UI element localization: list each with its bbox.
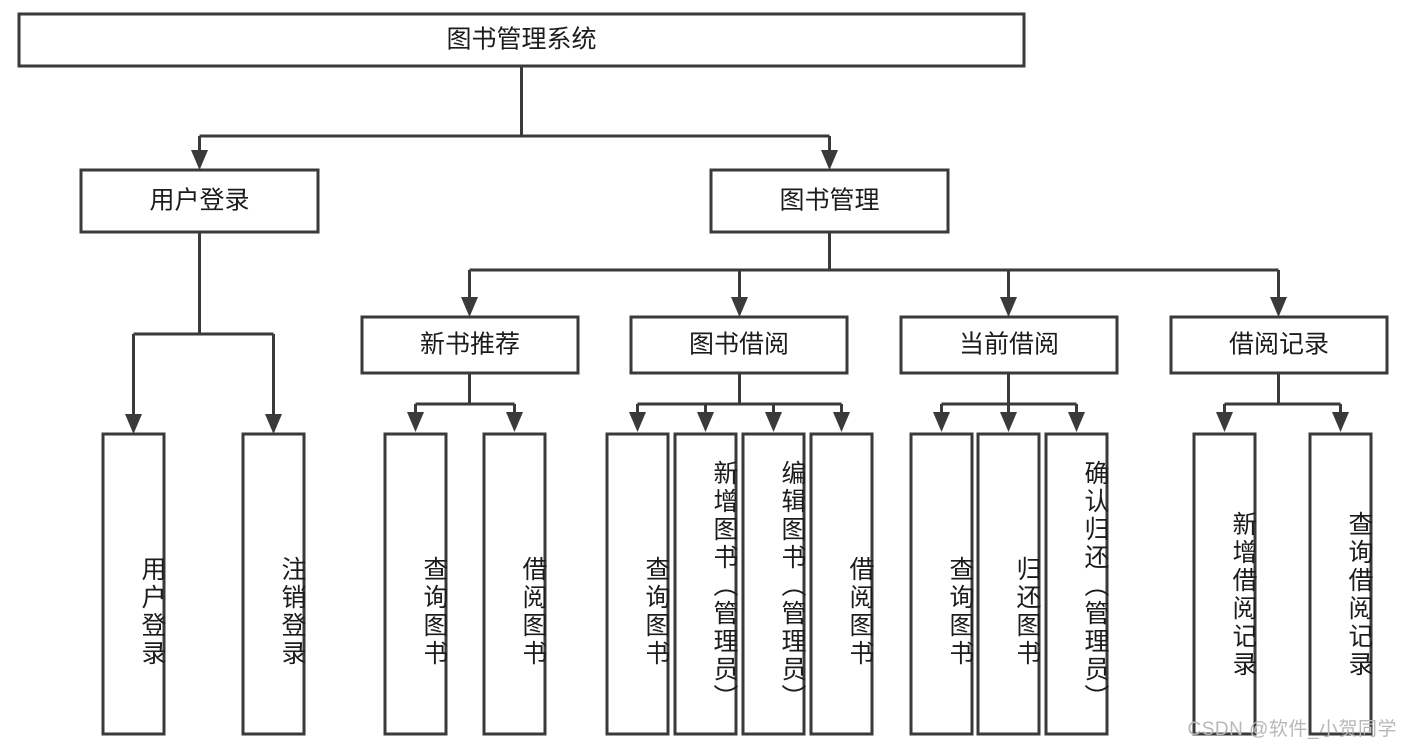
node-new-book-recommend[interactable]: 新书推荐 [360,315,580,375]
leaf-box-bb-edit-book[interactable] [741,432,806,736]
node-current-borrow-box [899,315,1119,375]
arrow-borrowrecord-leaf-1 [1216,412,1233,432]
arrow-bookborrow-leaf-1 [629,412,646,432]
arrow-currentborrow-leaf-2 [1000,412,1017,432]
arrow-to-new-book [461,297,478,317]
arrow-to-user-login [191,150,208,170]
node-new-book-recommend-box [360,315,580,375]
arrow-to-current-borrow [1000,297,1017,317]
node-user-login[interactable]: 用户登录 [79,168,320,234]
leaf-box-bb-borrow-book[interactable] [809,432,874,736]
arrow-bookborrow-leaf-4 [833,412,850,432]
leaf-box-bb-add-book[interactable] [673,432,738,736]
leaf-box-cb-return-book[interactable] [976,432,1041,736]
node-root-system[interactable]: 图书管理系统 [17,12,1026,68]
node-borrow-record-box [1169,315,1389,375]
node-book-borrow-label: 图书借阅 [689,331,789,359]
arrow-bookborrow-leaf-2 [697,412,714,432]
csdn-watermark: CSDN @软件_小贺同学 [1187,719,1397,740]
node-borrow-record[interactable]: 借阅记录 [1169,315,1389,375]
leaf-box-nbr-query-book[interactable] [383,432,448,736]
arrow-leaf-logout [265,414,282,434]
leaf-box-nbr-borrow-book[interactable] [482,432,547,736]
arrow-borrowrecord-leaf-2 [1332,412,1349,432]
node-book-borrow-box [629,315,849,375]
arrow-to-book-borrow [731,297,748,317]
leaf-box-user-login[interactable] [101,432,166,736]
node-book-borrow[interactable]: 图书借阅 [629,315,849,375]
leaf-box-cb-query-book[interactable] [909,432,974,736]
node-book-management-label: 图书管理 [779,187,879,215]
node-user-login-label: 用户登录 [149,187,249,215]
arrow-currentborrow-leaf-1 [933,412,950,432]
node-root-label: 图书管理系统 [446,26,596,54]
arrow-to-book-mgmt [821,150,838,170]
leaf-box-br-query-record[interactable] [1308,432,1373,736]
node-root-box [17,12,1026,68]
node-user-login-box [79,168,320,234]
arrow-currentborrow-leaf-3 [1068,412,1085,432]
node-current-borrow[interactable]: 当前借阅 [899,315,1119,375]
connector-group [125,66,1349,434]
arrow-bookborrow-leaf-3 [765,412,782,432]
node-book-management-box [709,168,950,234]
arrow-leaf-user-login [125,414,142,434]
leaf-box-cb-confirm-return[interactable] [1044,432,1109,736]
leaf-box-bb-query-book[interactable] [605,432,670,736]
arrow-to-borrow-record [1270,297,1287,317]
arrow-newbook-leaf-2 [506,412,523,432]
leaf-box-br-add-record[interactable] [1192,432,1257,736]
arrow-newbook-leaf-1 [407,412,424,432]
leaf-box-logout[interactable] [241,432,306,736]
node-new-book-recommend-label: 新书推荐 [420,331,520,359]
node-current-borrow-label: 当前借阅 [959,331,1059,359]
node-book-management[interactable]: 图书管理 [709,168,950,234]
node-borrow-record-label: 借阅记录 [1229,331,1329,359]
